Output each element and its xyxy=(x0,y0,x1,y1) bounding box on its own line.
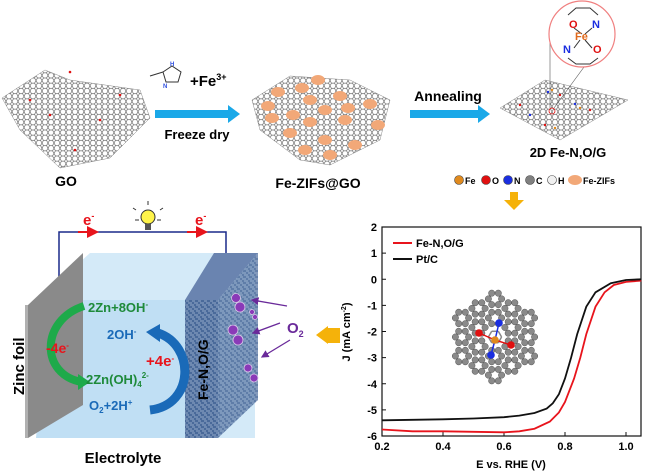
o-atom-icon xyxy=(481,175,491,185)
imidazole-nh: H xyxy=(170,62,174,68)
down-arrow-stem xyxy=(510,192,518,200)
o-atom xyxy=(475,329,483,337)
oxygen-bubbles xyxy=(227,293,259,383)
zinc-foil-label: Zinc foil xyxy=(11,338,28,396)
annealing-label: Annealing xyxy=(414,88,482,104)
fe-n-o-g-sheet xyxy=(499,42,629,141)
y-tick-label: -5 xyxy=(367,405,377,417)
electron-right: e- xyxy=(195,211,206,229)
x-tick-label: 0.4 xyxy=(435,441,451,453)
electrolyte-label: Electrolyte xyxy=(85,450,162,467)
fe-zifs-go-sheet xyxy=(251,75,391,166)
inset-o-2: O xyxy=(593,44,602,56)
go-sheet xyxy=(1,69,151,169)
imidazole-n: N xyxy=(163,84,167,90)
y-tick-label: -2 xyxy=(367,327,377,339)
anode-product: 2Zn(OH)42- xyxy=(86,371,149,389)
left-arrow-icon xyxy=(316,326,328,344)
y-tick-label: -6 xyxy=(367,431,377,443)
light-bulb-icon xyxy=(132,201,164,230)
chart-legend: Fe-N,O/G Pt/C xyxy=(393,238,464,266)
electron-left: e- xyxy=(83,211,94,229)
h-atom-icon xyxy=(547,175,557,185)
anode-reactant: 2Zn+8OH- xyxy=(88,300,148,315)
x-axis-label: E vs. RHE (V) xyxy=(476,459,546,471)
anode-electrons: -4e- xyxy=(46,340,69,356)
fe-atom xyxy=(491,336,499,344)
series-line-pt-c xyxy=(381,278,642,422)
legend-label: Fe xyxy=(465,176,476,186)
legend-item-n: N xyxy=(503,175,521,186)
oxygen-arrows xyxy=(250,297,291,358)
fe-zifs-go-label: Fe-ZIFs@GO xyxy=(275,175,360,191)
legend-label: Fe-ZIFs xyxy=(583,176,615,186)
legend-label-fe-n-o-g: Fe-N,O/G xyxy=(416,238,464,250)
o-atom xyxy=(507,341,515,349)
reagent-label: +Fe3+ xyxy=(190,72,227,90)
freeze-dry-label: Freeze dry xyxy=(164,127,230,142)
cathode-front xyxy=(185,300,218,438)
product-label: 2D Fe-N,O/G xyxy=(530,145,607,160)
series-line-fe-n-o-g xyxy=(381,279,642,434)
c-atom-icon xyxy=(525,175,535,185)
freeze-dry-arrow xyxy=(155,105,240,123)
cathode-label: Fe-N,O/G xyxy=(195,339,211,400)
legend-item-o: O xyxy=(481,175,499,186)
lsv-chart: 0.2 0.4 0.6 0.8 1.0 2 1 0 -1 -2 -3 -4 -5 -6 Fe-N,O/G … xyxy=(341,222,642,471)
y-tick-label: 2 xyxy=(371,222,377,234)
n-atom xyxy=(487,351,495,359)
y-axis-label: J (mA cm-2) xyxy=(341,302,353,361)
n-atom-icon xyxy=(503,175,513,185)
n-atom xyxy=(495,319,503,327)
cathode-electrons: +4e- xyxy=(146,353,174,370)
cathode-product: 2OH- xyxy=(107,327,137,342)
legend-label: H xyxy=(558,176,565,186)
cathode-side xyxy=(218,253,258,438)
legend-item-fe: Fe xyxy=(454,175,476,186)
legend-label-pt-c: Pt/C xyxy=(416,254,438,266)
anode-arrow xyxy=(46,302,86,386)
legend-item-h: H xyxy=(547,175,565,186)
down-arrow-icon xyxy=(504,200,524,210)
y-tick-label: 0 xyxy=(371,274,377,286)
y-tick-label: -3 xyxy=(367,353,377,365)
atom-legend: Fe O N C H Fe-ZIFs xyxy=(454,175,615,186)
cathode-reactant: O2+2H+ xyxy=(89,398,133,415)
legend-label: O xyxy=(492,176,499,186)
x-tick-label: 0.2 xyxy=(374,441,389,453)
cathode-arrow xyxy=(149,328,190,415)
imidazole-icon: H N xyxy=(149,62,182,90)
legend-item-c: C xyxy=(525,175,543,186)
fe-n-o-graphene-model xyxy=(451,289,539,385)
inset-o-1: O xyxy=(569,19,578,31)
x-tick-label: 0.6 xyxy=(496,441,511,453)
x-tick-label: 1.0 xyxy=(618,441,633,453)
fe-n-o-inset: O N Fe N O xyxy=(548,0,616,68)
x-tick-label: 0.8 xyxy=(557,441,572,453)
annealing-arrow xyxy=(410,105,490,123)
y-tick-label: -4 xyxy=(367,379,378,391)
legend-label: C xyxy=(536,176,543,186)
fe-zifs-icon xyxy=(568,175,582,185)
zinc-foil xyxy=(28,253,83,438)
inset-fe: Fe xyxy=(575,31,588,43)
go-label: GO xyxy=(55,173,77,189)
legend-item-fe-zifs: Fe-ZIFs xyxy=(568,175,615,186)
legend-label: N xyxy=(514,176,521,186)
y-tick-label: -1 xyxy=(367,300,377,312)
y-tick-label: 1 xyxy=(371,248,377,260)
inset-n-2: N xyxy=(563,44,571,56)
fe-atom-icon xyxy=(454,175,464,185)
inset-n-1: N xyxy=(592,19,600,31)
oxygen-label: O2 xyxy=(287,320,304,339)
